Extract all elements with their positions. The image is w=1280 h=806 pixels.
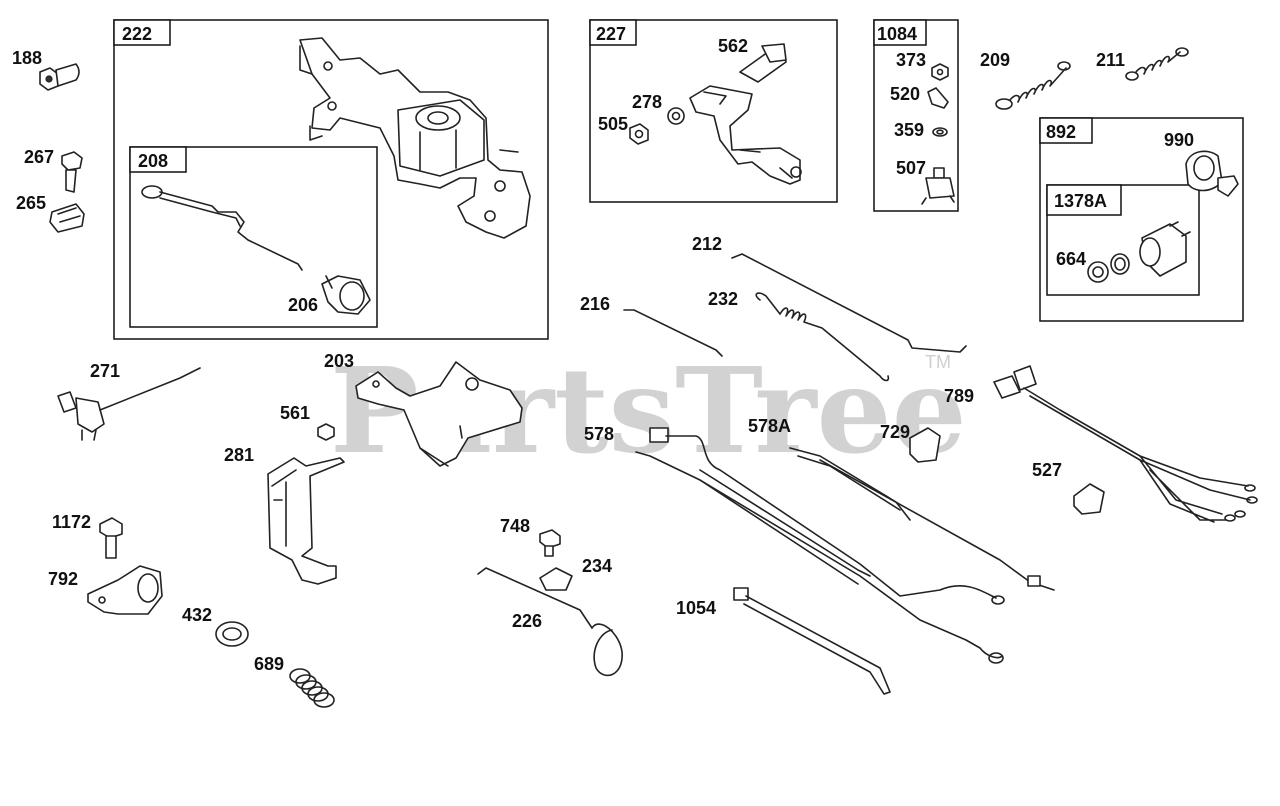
part-232-spring <box>755 292 890 382</box>
part-265-clip <box>49 203 85 233</box>
watermark-trademark: TM <box>925 352 951 372</box>
label-729: 729 <box>880 422 910 442</box>
part-1054-cable-tie <box>733 587 891 695</box>
label-507: 507 <box>896 158 926 178</box>
part-792-bracket <box>87 565 163 615</box>
label-748: 748 <box>500 516 530 536</box>
part-578A-harness <box>789 447 1055 591</box>
label-212: 212 <box>692 234 722 254</box>
part-1172-bolt <box>99 517 123 559</box>
label-234: 234 <box>582 556 612 576</box>
label-432: 432 <box>182 605 212 625</box>
part-212-rod <box>731 253 967 353</box>
part-373-nut <box>931 63 949 81</box>
label-578: 578 <box>584 424 614 444</box>
part-527-connector <box>1073 483 1105 515</box>
label-1172: 1172 <box>52 512 91 532</box>
label-561: 561 <box>280 403 310 423</box>
part-209-spring <box>995 61 1071 110</box>
label-188: 188 <box>12 48 42 68</box>
frame-892: 892 <box>1039 117 1244 322</box>
label-226: 226 <box>512 611 542 631</box>
part-281-bracket <box>267 457 345 585</box>
part-664-nut <box>1087 253 1130 283</box>
label-990: 990 <box>1164 130 1194 150</box>
label-216: 216 <box>580 294 610 314</box>
part-203-bracket <box>355 361 523 467</box>
part-578-harness <box>635 427 1005 664</box>
frame-1378A: 1378A <box>1046 184 1200 296</box>
box-label-1084: 1084 <box>877 24 917 44</box>
part-267-bolt <box>61 151 83 193</box>
label-209: 209 <box>980 50 1010 70</box>
part-990-key-switch <box>1185 150 1239 197</box>
label-265: 265 <box>16 193 46 213</box>
label-505: 505 <box>598 114 628 134</box>
box-label-227: 227 <box>596 24 626 44</box>
box-label-222: 222 <box>122 24 152 44</box>
label-1054: 1054 <box>676 598 716 618</box>
label-562: 562 <box>718 36 748 56</box>
frame-208: 208 <box>129 146 378 328</box>
frame-1084: 1084 <box>873 19 959 212</box>
label-271: 271 <box>90 361 120 381</box>
label-203: 203 <box>324 351 354 371</box>
label-359: 359 <box>894 120 924 140</box>
label-281: 281 <box>224 445 254 465</box>
part-227-lever-assembly <box>629 43 802 185</box>
part-271-choke-cable <box>57 367 201 441</box>
box-label-208: 208 <box>138 151 168 171</box>
label-664: 664 <box>1056 249 1086 269</box>
part-507-switch <box>921 167 955 205</box>
part-216-rod <box>623 309 723 357</box>
label-267: 267 <box>24 147 54 167</box>
frame-222: 222 <box>113 19 549 340</box>
part-359-washer <box>932 127 948 137</box>
part-789-harness <box>993 365 1258 523</box>
label-206: 206 <box>288 295 318 315</box>
part-748-bolt <box>539 529 561 557</box>
label-520: 520 <box>890 84 920 104</box>
label-578A: 578A <box>748 416 791 436</box>
part-208-link-rod <box>141 185 303 271</box>
frame-227: 227 <box>589 19 838 203</box>
label-373: 373 <box>896 50 926 70</box>
label-232: 232 <box>708 289 738 309</box>
part-226-rod <box>477 567 623 677</box>
part-1378A-ignition-switch <box>1139 221 1191 277</box>
box-label-892: 892 <box>1046 122 1076 142</box>
label-527: 527 <box>1032 460 1062 480</box>
part-222-governor-bracket <box>299 37 531 239</box>
label-792: 792 <box>48 569 78 589</box>
label-789: 789 <box>944 386 974 406</box>
box-label-1378A: 1378A <box>1054 191 1107 211</box>
part-689-spring <box>289 668 335 708</box>
label-278: 278 <box>632 92 662 112</box>
part-520-clip <box>927 87 949 109</box>
part-234-clip <box>539 567 573 591</box>
part-211-spring <box>1125 47 1189 81</box>
part-432-bushing <box>215 621 249 647</box>
part-729-connector <box>909 427 941 463</box>
label-211: 211 <box>1096 50 1125 70</box>
label-689: 689 <box>254 654 284 674</box>
part-188-flange-bolt <box>39 63 80 91</box>
part-206-knob <box>321 275 371 315</box>
part-561-nut <box>317 423 335 441</box>
